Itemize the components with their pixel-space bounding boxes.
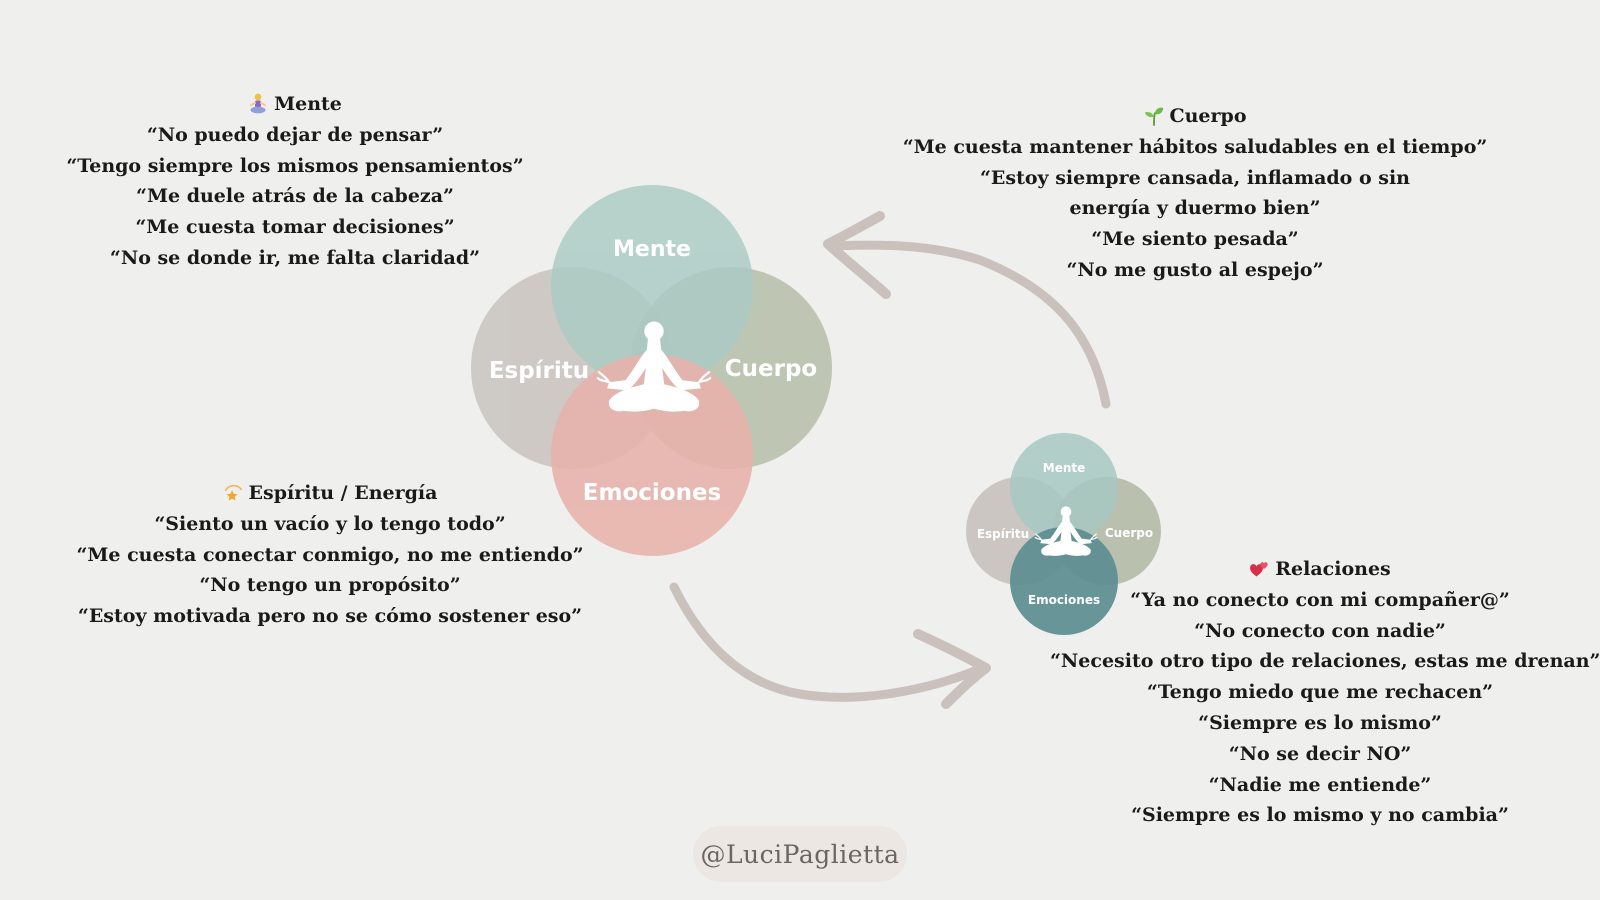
bottom-curved-arrow: [669, 582, 991, 709]
relaciones-line-8: “Siempre es lo mismo y no cambia”: [1131, 804, 1509, 827]
mente-line-4: “Me cuesta tomar decisiones”: [135, 216, 455, 239]
relaciones-line-3: “Necesito otro tipo de relaciones, estas…: [1050, 650, 1600, 673]
espiritu-title: Espíritu / Energía: [248, 482, 438, 504]
espiritu-block: Espíritu / Energía “Siento un vacío y lo…: [60, 478, 600, 632]
mente-line-3: “Me duele atrás de la cabeza”: [136, 185, 454, 208]
large-label-mente: Mente: [613, 237, 691, 262]
espiritu-line-3: “No tengo un propósito”: [199, 574, 461, 597]
relaciones-line-6: “No se decir NO”: [1228, 742, 1412, 765]
dizzy-star-emoji-icon: [224, 485, 242, 502]
author-handle-badge: @LuciPaglietta: [693, 826, 907, 882]
cuerpo-title: Cuerpo: [1169, 105, 1247, 127]
relaciones-line-4: “Tengo miedo que me rechacen”: [1146, 681, 1494, 704]
mente-block: Mente “No puedo dejar de pensar” “Tengo …: [40, 89, 550, 274]
small-label-emociones: Emociones: [1028, 593, 1100, 607]
large-label-emociones: Emociones: [583, 480, 721, 506]
relaciones-line-5: “Siempre es lo mismo”: [1198, 711, 1442, 734]
relaciones-block: Relaciones “Ya no conecto con mi compañe…: [1050, 554, 1600, 831]
small-circle-emociones: [1010, 527, 1118, 635]
mente-line-5: “No se donde ir, me falta claridad”: [109, 246, 481, 269]
small-label-espiritu: Espíritu: [977, 527, 1029, 541]
cuerpo-line-1: “Me cuesta mantener hábitos saludables e…: [902, 135, 1488, 158]
relaciones-title: Relaciones: [1275, 558, 1391, 580]
mente-title: Mente: [274, 93, 342, 115]
mente-line-1: “No puedo dejar de pensar”: [146, 123, 444, 146]
cuerpo-block: Cuerpo “Me cuesta mantener hábitos salud…: [890, 101, 1500, 286]
top-curved-arrow: [823, 211, 1111, 409]
espiritu-line-1: “Siento un vacío y lo tengo todo”: [154, 512, 506, 535]
relaciones-title-row: Relaciones: [1050, 554, 1590, 585]
person-in-lotus-position-emoji-icon: [250, 93, 267, 114]
large-circle-mente: [551, 185, 753, 387]
small-venn: [966, 433, 1161, 635]
espiritu-title-row: Espíritu / Energía: [60, 478, 600, 509]
seedling-emoji-icon: [1144, 107, 1163, 127]
author-handle: @LuciPaglietta: [700, 839, 900, 869]
cuerpo-line-4: “No me gusto al espejo”: [1066, 258, 1324, 281]
large-label-espiritu: Espíritu: [489, 358, 589, 384]
relaciones-line-2: “No conecto con nadie”: [1194, 619, 1446, 642]
espiritu-line-2: “Me cuesta conectar conmigo, no me entie…: [76, 543, 584, 566]
mente-title-row: Mente: [40, 89, 550, 120]
large-venn: [471, 185, 832, 556]
relaciones-line-7: “Nadie me entiende”: [1208, 773, 1432, 796]
large-label-cuerpo: Cuerpo: [725, 356, 817, 382]
cuerpo-title-row: Cuerpo: [890, 101, 1500, 132]
cuerpo-line-3: “Me siento pesada”: [1091, 228, 1299, 251]
small-circle-mente: [1010, 433, 1118, 541]
small-label-mente: Mente: [1043, 461, 1086, 475]
relaciones-line-1: “Ya no conecto con mi compañer@”: [1130, 588, 1510, 611]
large-circle-emociones: [551, 354, 753, 556]
mente-line-2: “Tengo siempre los mismos pensamientos”: [66, 154, 524, 177]
espiritu-line-4: “Estoy motivada pero no se cómo sostener…: [77, 605, 583, 628]
cuerpo-line-2: “Estoy siempre cansada, inflamado o sin …: [979, 166, 1410, 220]
two-hearts-emoji-icon: [1250, 562, 1268, 577]
small-label-cuerpo: Cuerpo: [1105, 526, 1153, 540]
